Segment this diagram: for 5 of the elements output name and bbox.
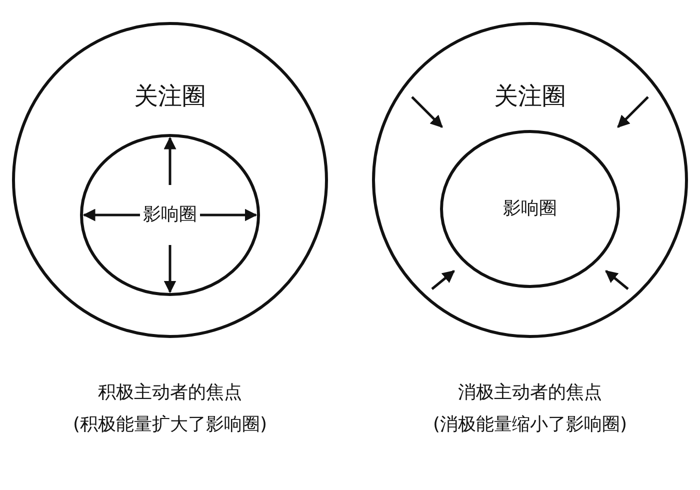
circle-of-influence-label: 影响圈 xyxy=(140,204,200,226)
node-label: 积极主动者的焦点 xyxy=(97,381,243,405)
node-label: (消极能量缩小了影响圈) xyxy=(432,413,628,437)
node-label: 消极主动者的焦点 xyxy=(457,381,603,405)
node-label: (积极能量扩大了影响圈) xyxy=(72,413,268,437)
